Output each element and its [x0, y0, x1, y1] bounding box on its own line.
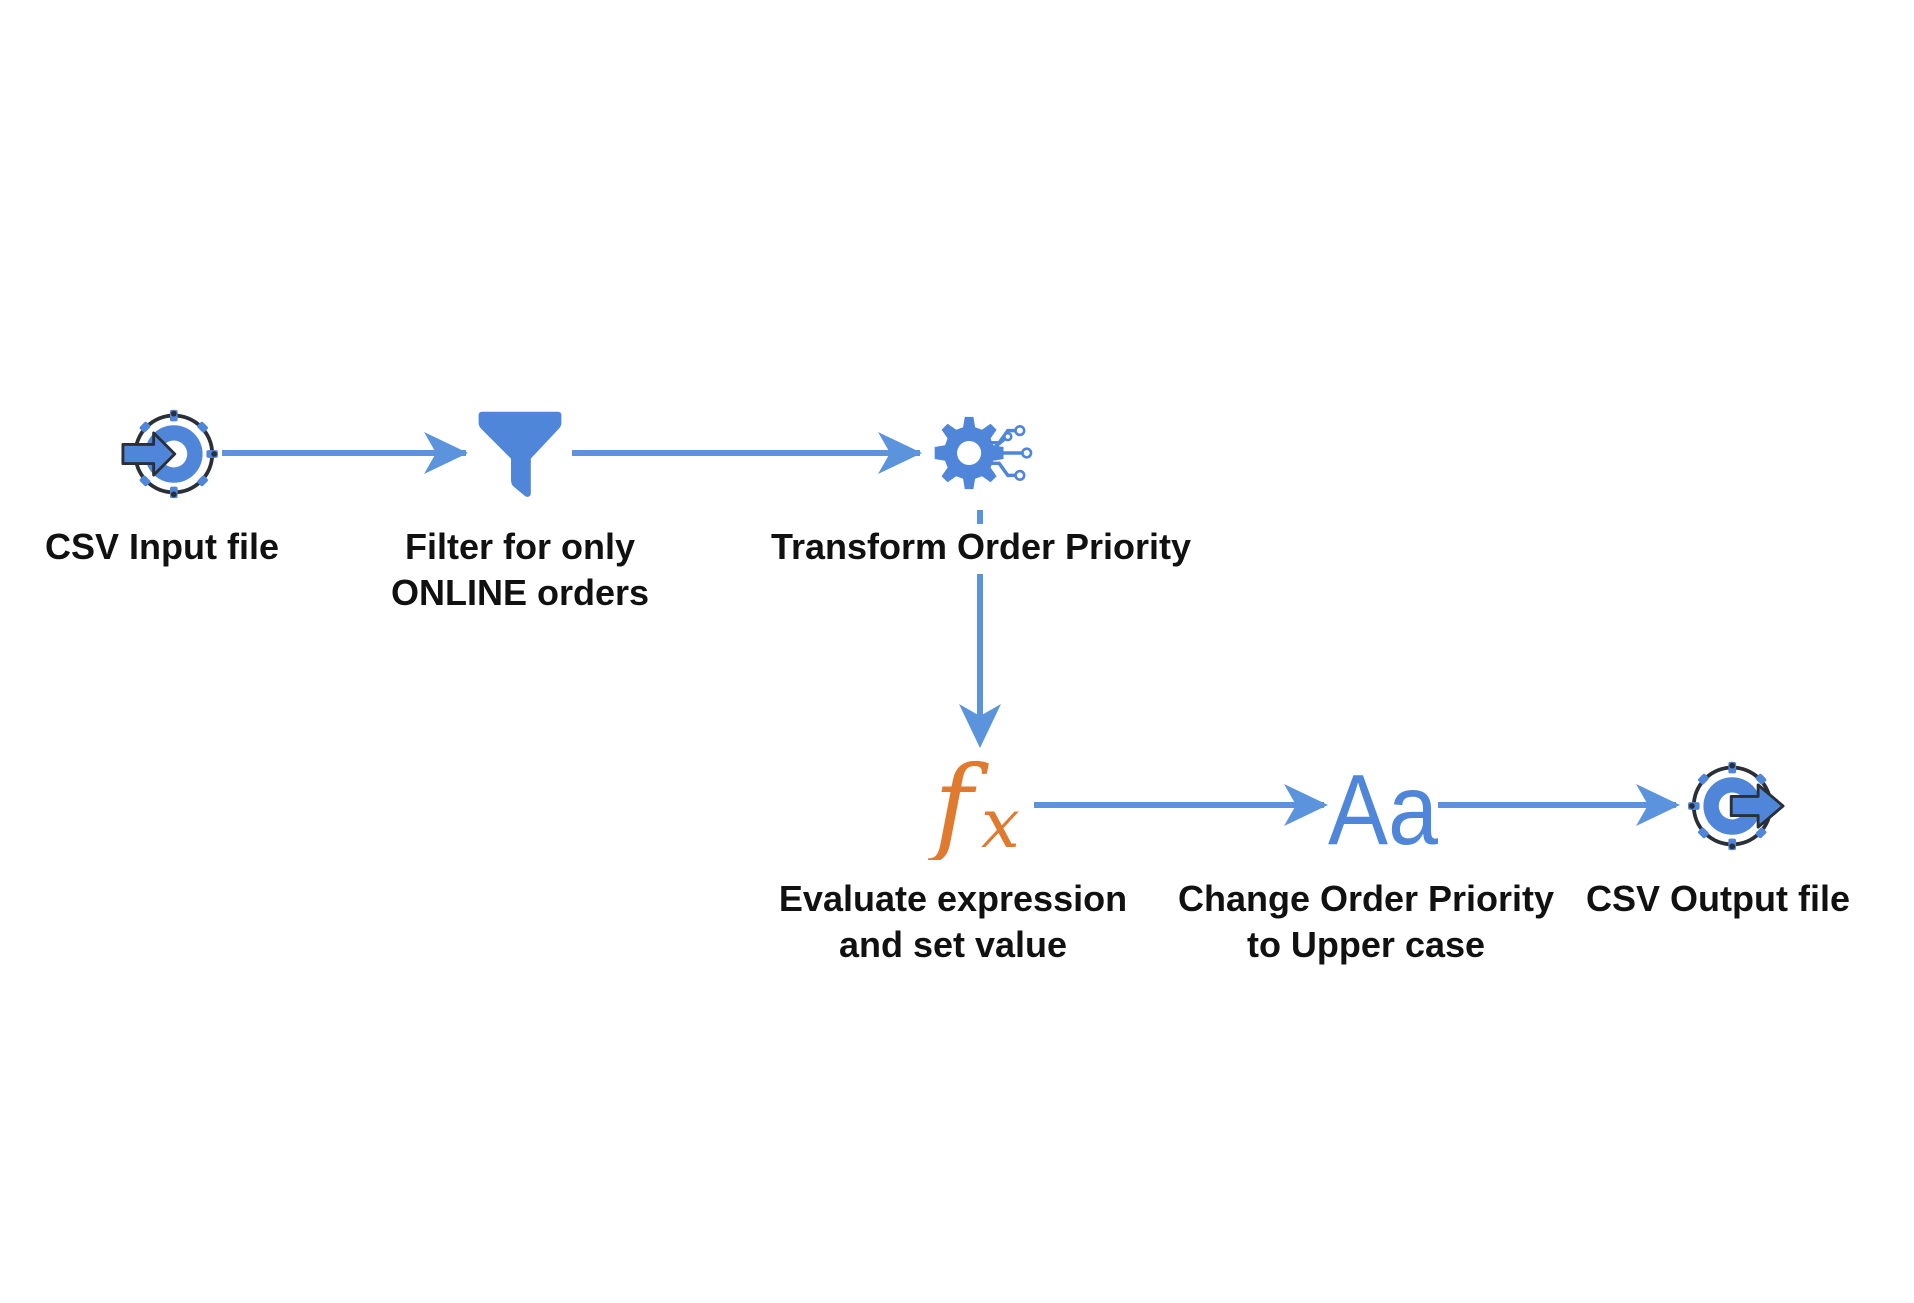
node-label-transform: Transform Order Priority: [756, 524, 1206, 574]
node-label-csv-output: CSV Output file: [1586, 878, 1850, 919]
svg-text:x: x: [981, 784, 1020, 860]
svg-text:f: f: [928, 750, 989, 860]
node-label-csv-input: CSV Input file: [40, 524, 284, 574]
output-gear-icon[interactable]: [1684, 758, 1790, 854]
text-case-glyph: Aa: [1328, 756, 1438, 852]
node-label-uppercase: Change Order Priority to Upper case: [1160, 876, 1572, 970]
fx-function-icon[interactable]: f x: [928, 750, 1036, 860]
text-case-icon[interactable]: Aa: [1328, 756, 1440, 852]
filter-funnel-icon[interactable]: [474, 410, 566, 500]
node-label-evaluate: Evaluate expression and set value: [748, 876, 1158, 970]
gear-circuit-icon[interactable]: [928, 410, 1036, 496]
node-label-filter: Filter for only ONLINE orders: [280, 524, 760, 616]
input-gear-icon[interactable]: [116, 406, 222, 502]
